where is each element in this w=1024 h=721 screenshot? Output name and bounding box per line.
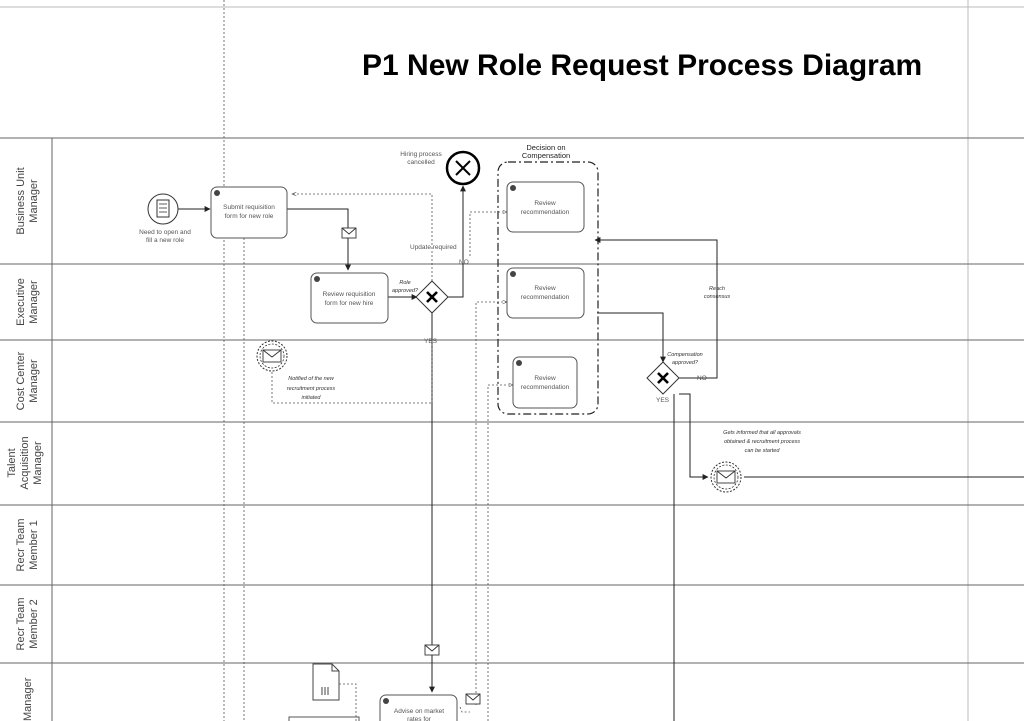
message-flow [469, 212, 507, 256]
message-envelope-icon [465, 693, 481, 705]
lane-label-business-unit-manager: Business UnitManager [15, 167, 40, 234]
end-event-cancelled[interactable] [445, 150, 481, 186]
message-flow-notification [271, 340, 433, 404]
lane-label-recr-team-member-1: Recr TeamMember 1 [15, 519, 40, 572]
message-envelope-icon [424, 644, 440, 656]
swimlanes: Business UnitManager ExecutiveManager Co… [0, 137, 1024, 721]
sequence-flow [287, 208, 351, 271]
sequence-flow [597, 312, 666, 363]
message-event-notified[interactable] [256, 340, 288, 372]
message-flow [475, 302, 507, 705]
gateway-role-approved[interactable] [415, 280, 449, 314]
lane-label-executive-manager: ExecutiveManager [15, 278, 40, 326]
sequence-flow [594, 237, 718, 379]
message-envelope-icon [341, 227, 357, 239]
group-decision-on-compensation [497, 161, 599, 415]
lane-label-manager: Manager [22, 677, 34, 721]
start-event[interactable] [147, 193, 179, 225]
message-flow [339, 683, 357, 721]
flow-label-no: NO [459, 259, 469, 266]
cancel-icon [455, 160, 471, 176]
flows [178, 185, 1024, 721]
message-event-informed[interactable] [710, 461, 742, 493]
exclusive-gateway-icon [426, 291, 438, 303]
exclusive-gateway-icon [657, 372, 669, 384]
user-icon [510, 271, 516, 277]
flow-label-update-required: Update required [410, 244, 457, 251]
user-icon [516, 360, 522, 366]
message-flow-update-required [292, 194, 433, 297]
flow-label-no: NO [697, 375, 707, 382]
document-icon [156, 199, 170, 218]
user-icon [214, 190, 220, 196]
user-icon [314, 276, 320, 282]
user-icon [383, 698, 389, 704]
lane-label-cost-center-manager: Cost CenterManager [15, 351, 40, 410]
diagram-title: P1 New Role Request Process Diagram [362, 49, 922, 82]
gateway-compensation-approved[interactable] [646, 361, 680, 395]
user-icon [510, 185, 516, 191]
lane-label-talent-acquisition-manager: TalentAcquisitionManager [6, 436, 44, 489]
message-flow [459, 706, 470, 713]
flow-label-yes: YES [656, 397, 670, 404]
flow-label-yes: YES [424, 338, 438, 345]
message-flow [487, 385, 513, 721]
data-object-icon [312, 663, 340, 701]
sequence-flow [448, 185, 466, 298]
lane-label-recr-team-member-2: Recr TeamMember 2 [15, 598, 40, 651]
sequence-flow [679, 393, 709, 480]
task-partial [288, 716, 360, 721]
